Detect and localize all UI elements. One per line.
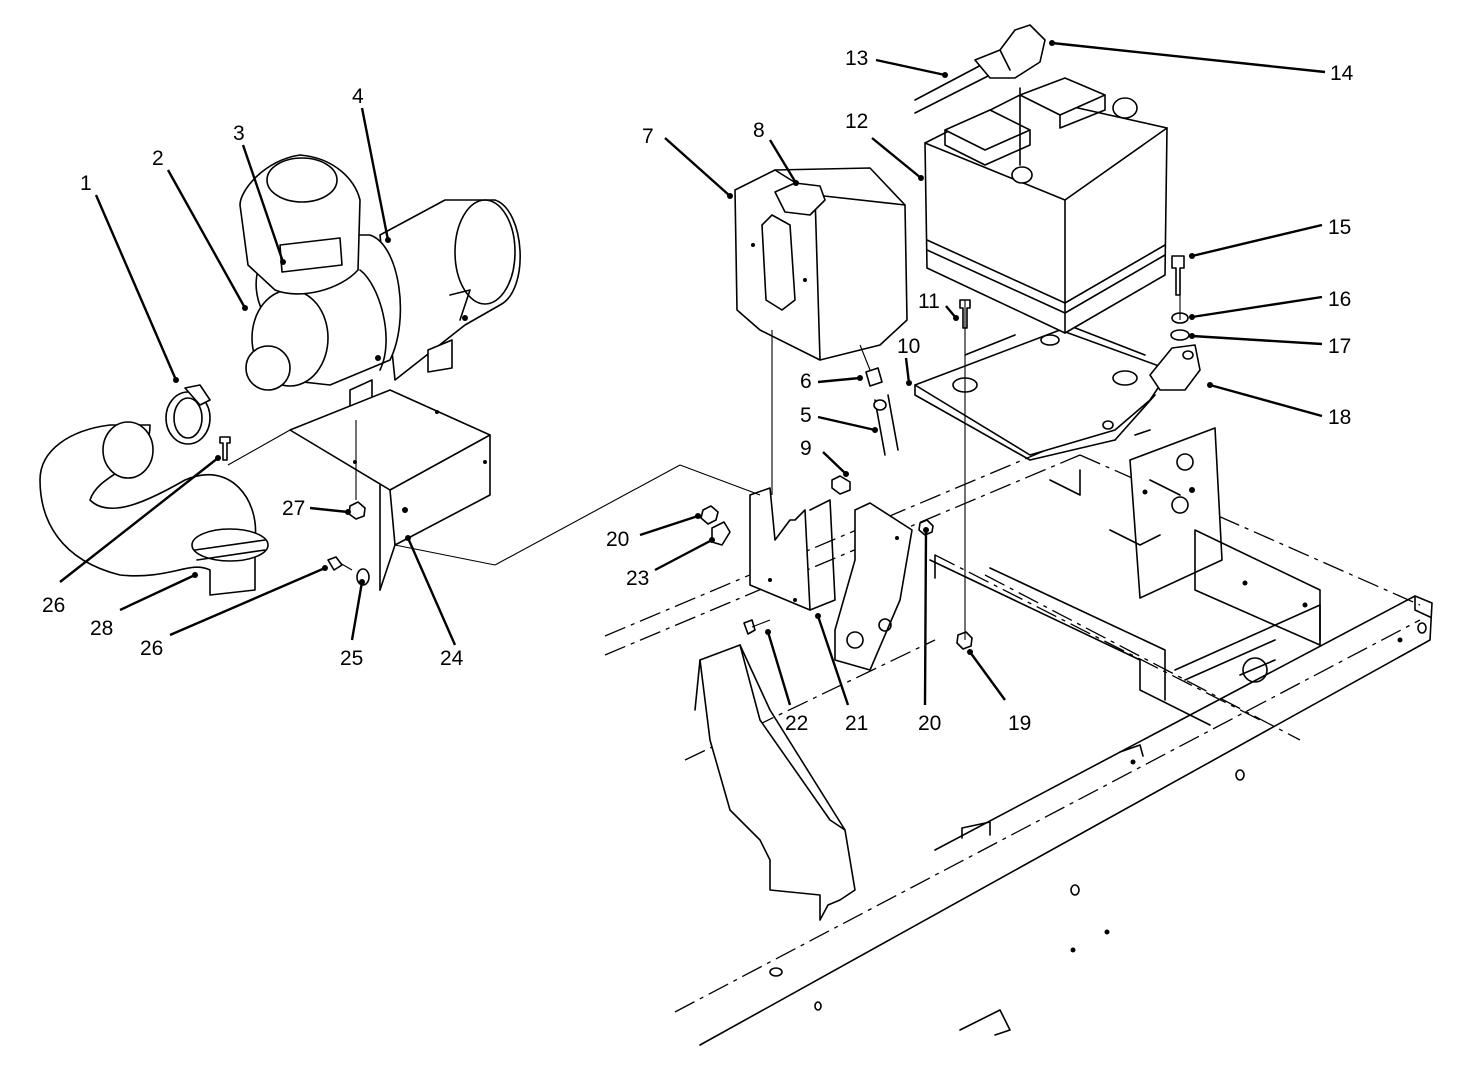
elbow-hose bbox=[39, 421, 269, 596]
callout-13: 13 bbox=[845, 47, 868, 70]
callout-25: 25 bbox=[340, 647, 363, 670]
callout-19: 19 bbox=[1008, 712, 1031, 735]
left-fasteners bbox=[219, 436, 370, 586]
tank-bracket bbox=[749, 487, 913, 671]
callout-23: 23 bbox=[626, 567, 649, 590]
callout-28: 28 bbox=[90, 617, 113, 640]
callout-14: 14 bbox=[1330, 62, 1354, 85]
callout-22: 22 bbox=[785, 712, 808, 735]
overflow-hose bbox=[859, 344, 899, 456]
hold-down-parts bbox=[1114, 255, 1201, 441]
callout-27: 27 bbox=[282, 497, 305, 520]
callout-11: 11 bbox=[918, 290, 940, 313]
callout-24: 24 bbox=[440, 647, 464, 670]
callout-4: 4 bbox=[352, 85, 364, 108]
callout-3: 3 bbox=[233, 122, 245, 145]
air-cleaner-assembly bbox=[239, 154, 521, 415]
battery-cable bbox=[914, 24, 1046, 114]
callout-21: 21 bbox=[845, 712, 868, 735]
callout-1: 1 bbox=[80, 172, 92, 195]
callout-10: 10 bbox=[897, 335, 920, 358]
frame bbox=[604, 427, 1433, 1046]
leader-lines bbox=[59, 41, 1326, 706]
coolant-reservoir bbox=[734, 167, 908, 361]
callout-18: 18 bbox=[1328, 406, 1351, 429]
leader-dots bbox=[173, 40, 1213, 655]
callout-2: 2 bbox=[152, 147, 164, 170]
callout-26b: 26 bbox=[140, 637, 163, 660]
callout-20b: 20 bbox=[918, 712, 941, 735]
callout-5: 5 bbox=[800, 404, 812, 427]
callout-12: 12 bbox=[845, 110, 868, 133]
callout-6: 6 bbox=[800, 370, 812, 393]
callout-labels: 1 2 3 4 5 6 7 8 9 10 11 12 13 14 15 16 1… bbox=[42, 47, 1354, 735]
battery-tray bbox=[914, 321, 1171, 461]
callout-8: 8 bbox=[753, 119, 765, 142]
battery bbox=[924, 77, 1168, 334]
callout-9: 9 bbox=[800, 437, 812, 460]
callout-15: 15 bbox=[1328, 216, 1351, 239]
hose-clamp bbox=[165, 384, 211, 445]
callout-17: 17 bbox=[1328, 335, 1351, 358]
callout-7: 7 bbox=[642, 125, 654, 148]
callout-16: 16 bbox=[1328, 288, 1351, 311]
callout-26a: 26 bbox=[42, 594, 65, 617]
callout-20a: 20 bbox=[606, 528, 629, 551]
air-cleaner-bracket bbox=[227, 389, 761, 591]
